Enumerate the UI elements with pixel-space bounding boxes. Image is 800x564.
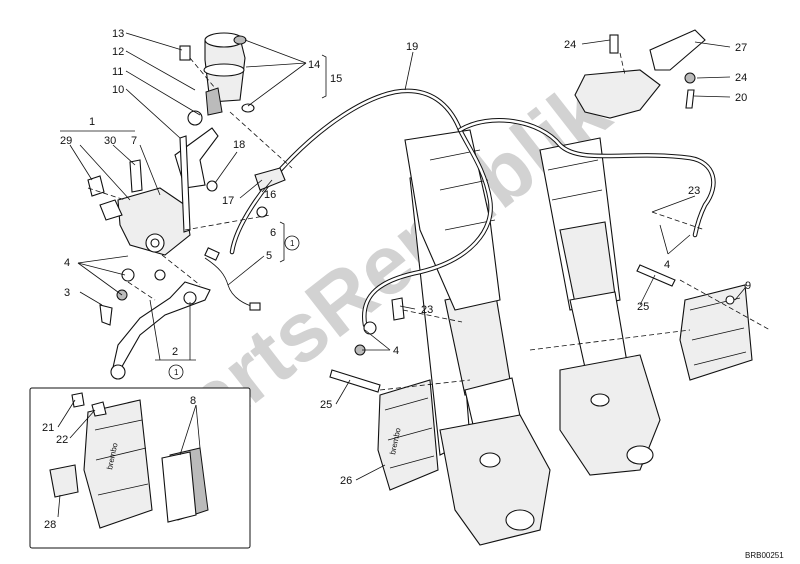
callout-11: 11 xyxy=(112,66,123,78)
assembly-dashed-lines xyxy=(87,52,771,391)
callout-24-right: 24 xyxy=(735,72,747,84)
callout-12: 12 xyxy=(112,46,124,58)
right-brake-caliper xyxy=(636,264,753,381)
callout-25-right: 25 xyxy=(637,301,649,313)
callout-18: 18 xyxy=(233,139,245,151)
callout-3: 3 xyxy=(64,287,70,299)
front-fork-assembly xyxy=(404,129,661,546)
callout-9: 9 xyxy=(745,280,751,292)
spare-parts-inset: brembo xyxy=(29,387,251,549)
callout-13: 13 xyxy=(112,28,124,40)
callout-15: 15 xyxy=(330,73,342,85)
callout-29: 29 xyxy=(60,135,72,147)
diagram-code: BRB00251 xyxy=(745,551,784,560)
callout-21: 21 xyxy=(42,422,54,434)
callout-labels: 13 12 11 10 1 29 30 7 18 17 16 14 15 19 … xyxy=(42,28,751,531)
circled-references: 1 1 xyxy=(168,235,300,380)
callout-16: 16 xyxy=(264,189,276,201)
callout-8: 8 xyxy=(190,395,196,407)
callout-7: 7 xyxy=(131,135,137,147)
callout-24-top: 24 xyxy=(564,39,576,51)
leader-lines xyxy=(57,32,746,518)
callout-2: 2 xyxy=(172,346,178,358)
callout-25-left: 25 xyxy=(320,399,332,411)
callout-27: 27 xyxy=(735,42,747,54)
hose-bracket-assembly xyxy=(574,29,706,119)
callout-14: 14 xyxy=(308,59,320,71)
callout-10: 10 xyxy=(112,84,124,96)
circled-ref-1-upper: 1 xyxy=(290,239,295,248)
callout-4-center: 4 xyxy=(393,345,399,357)
callout-5: 5 xyxy=(266,250,272,262)
callout-20: 20 xyxy=(735,92,747,104)
callout-6: 6 xyxy=(270,227,276,239)
callout-1: 1 xyxy=(89,116,95,128)
callout-23-center: 23 xyxy=(421,304,433,316)
brake-hose-lines xyxy=(204,88,716,328)
callout-4-right: 4 xyxy=(664,259,670,271)
callout-28: 28 xyxy=(44,519,56,531)
callout-30: 30 xyxy=(104,135,116,147)
callout-22: 22 xyxy=(56,434,68,446)
callout-4-left: 4 xyxy=(64,257,70,269)
left-brake-caliper: brembo xyxy=(329,297,439,491)
callout-23-right: 23 xyxy=(688,185,700,197)
callout-19: 19 xyxy=(406,41,418,53)
callout-17: 17 xyxy=(222,195,234,207)
master-cylinder-assembly xyxy=(87,32,286,380)
circled-ref-1-lower: 1 xyxy=(174,368,179,377)
callout-26: 26 xyxy=(340,475,352,487)
